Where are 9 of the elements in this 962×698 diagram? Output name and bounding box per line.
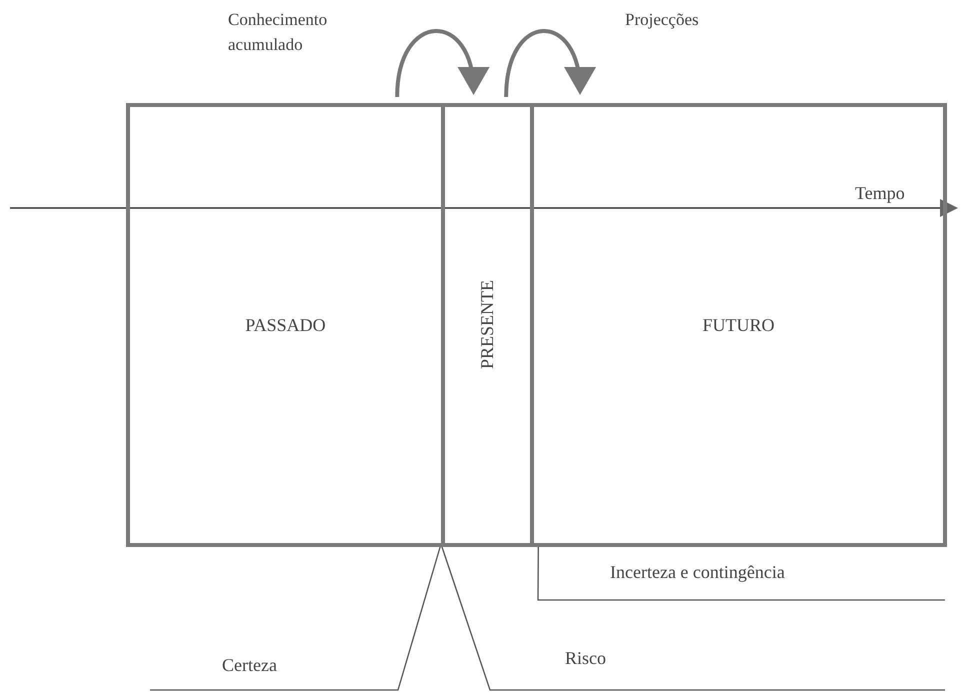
leader-line xyxy=(537,544,792,601)
curved-arrow xyxy=(504,29,594,98)
caption-text: Incerteza e contingência xyxy=(608,562,792,605)
caption-text: Risco xyxy=(562,648,622,695)
caption-text: Certeza xyxy=(150,655,400,695)
period-label: PASSADO xyxy=(245,314,326,336)
curved-arrow xyxy=(395,29,488,98)
period-label: PRESENTE xyxy=(477,280,498,370)
period-label: FUTURO xyxy=(702,314,774,336)
